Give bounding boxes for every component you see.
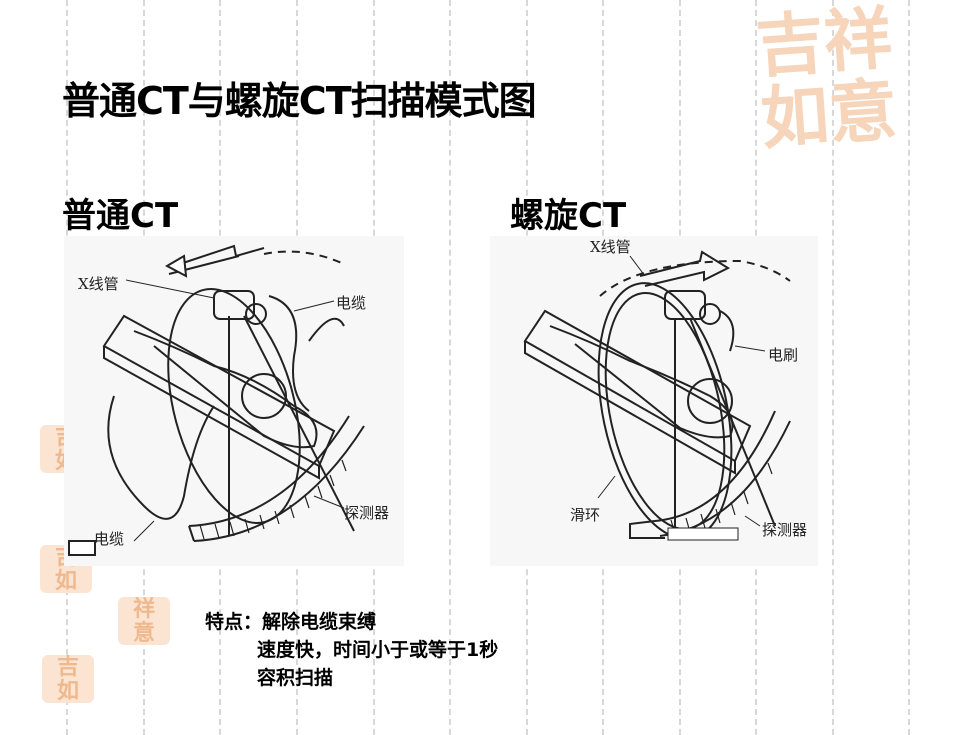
grid-line <box>832 0 834 735</box>
right-panel-heading: 螺旋CT <box>510 196 627 236</box>
label-slip-ring: 滑环 <box>570 506 601 524</box>
label-detector: 探测器 <box>344 504 390 522</box>
label-xray-tube: X线管 <box>590 238 631 256</box>
feature-lead: 特点：解除电缆束缚 <box>205 611 377 633</box>
grid-line <box>449 0 451 735</box>
left-panel-heading: 普通CT <box>62 196 179 236</box>
grid-line <box>908 0 910 735</box>
feature-volume: 容积扫描 <box>257 667 334 689</box>
conventional-ct-drawing <box>68 244 365 556</box>
slide-title: 普通CT与螺旋CT扫描模式图 <box>62 79 537 123</box>
spiral-ct-diagram: X线管 电刷 滑环 探测器 <box>490 236 818 566</box>
features-list: 特点：解除电缆束缚 速度快，时间小于或等于1秒 容积扫描 <box>205 608 498 692</box>
label-detector: 探测器 <box>762 521 808 539</box>
label-xray-tube: X线管 <box>78 275 119 293</box>
label-cable-bottom: 电缆 <box>94 530 125 548</box>
decorative-seal-small: 吉如 <box>42 655 94 703</box>
label-cable: 电缆 <box>336 294 367 312</box>
conventional-ct-diagram: X线管 电缆 探测器 电缆 <box>64 236 404 566</box>
label-brush: 电刷 <box>768 346 799 364</box>
decorative-seal-small: 祥意 <box>118 597 170 645</box>
decorative-seal-large: 吉祥如意 <box>753 0 900 160</box>
feature-speed: 速度快，时间小于或等于1秒 <box>257 639 499 661</box>
spiral-ct-drawing <box>523 250 791 541</box>
